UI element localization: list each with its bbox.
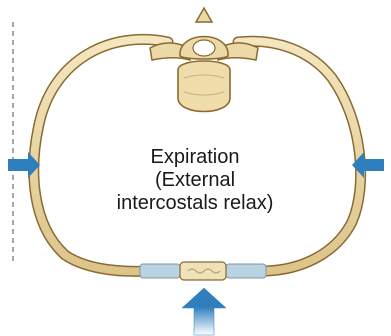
caption-line-1: Expiration — [95, 146, 295, 169]
bottom-upward-arrow — [182, 288, 226, 335]
caption-line-3: intercostals relax) — [95, 192, 295, 215]
costal-cartilage-left — [140, 264, 180, 278]
sternum — [180, 262, 226, 280]
expiration-caption: Expiration (External intercostals relax) — [95, 146, 295, 215]
costal-cartilage-right — [226, 264, 266, 278]
vertebra — [150, 8, 258, 112]
caption-line-2: (External — [95, 169, 295, 192]
